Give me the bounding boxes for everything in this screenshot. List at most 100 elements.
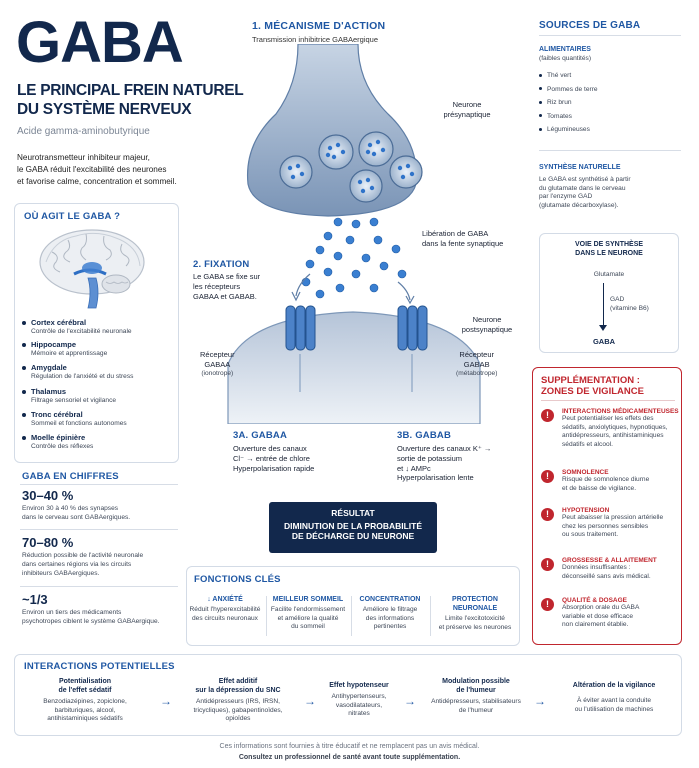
region-name: Hippocampe	[31, 340, 77, 349]
bullet-icon	[22, 366, 26, 371]
region-item: Cortex cérébral Contrôle de l'excitabili…	[22, 318, 132, 336]
figure-desc: inhibiteurs GABAergiques.	[22, 570, 100, 577]
synapse-illustration	[227, 44, 481, 424]
arrow-right-icon: →	[404, 694, 416, 708]
figure-value: ~1/3	[22, 592, 48, 607]
synth-text: Le GABA est synthétisé à partir du gluta…	[539, 176, 631, 209]
region-item: Moelle épinière Contrôle des réflexes	[22, 433, 93, 451]
fixation-block: 2. FIXATION Le GABA se fixe sur les réce…	[193, 259, 261, 301]
bullet-icon	[22, 413, 26, 418]
full-name: Acide gamma-aminobutyrique	[17, 126, 150, 137]
page-title: GABA	[16, 10, 184, 75]
presynaptic-label: Neurone présynaptique	[443, 100, 491, 119]
arrow-right-icon: →	[534, 694, 546, 708]
figure-desc: Environ un tiers des médicaments	[22, 609, 122, 616]
region-name: Thalamus	[31, 387, 67, 396]
subtitle-line1: LE PRINCIPAL FREIN NATUREL	[17, 82, 244, 99]
supplement-card	[532, 367, 682, 645]
food-item: Tomates	[539, 113, 598, 122]
alert-icon: !	[541, 409, 554, 422]
brain-illustration	[39, 229, 145, 309]
footer-disclaimer: Ces informations sont fournies à titre é…	[219, 743, 480, 750]
food-note: (faibles quantités)	[539, 55, 592, 62]
warning-item: QUALITÉ & DOSAGE Absorption orale du GAB…	[562, 597, 640, 629]
pathway-title: VOIE DE SYNTHÈSE DANS LE NEURONE	[574, 241, 644, 258]
region-desc: Filtrage sensoriel et vigilance	[31, 396, 117, 404]
food-item: Thé vert	[539, 72, 598, 81]
interaction-item: Potentialisation de l'effet sédatif Benz…	[43, 678, 127, 723]
food-list: Thé vert Pommes de terre Riz brun Tomate…	[539, 72, 598, 135]
region-name: Amygdale	[31, 363, 67, 372]
bullet-icon	[22, 436, 26, 441]
interaction-item: Modulation possible de l'humeur Antidépr…	[431, 678, 521, 714]
receptor-b-label: Récepteur GABAB (métabotrope)	[456, 350, 498, 377]
gaba-a-effect: 3A. GABAA Ouverture des canaux Cl⁻ → ent…	[233, 430, 315, 473]
function-item: ↓ ANXIÉTÉ Réduit l'hyperexcitabilité des…	[189, 596, 261, 622]
region-desc: Mémoire et apprentissage	[31, 349, 108, 357]
postsynaptic-label: Neurone postsynaptique	[461, 315, 513, 334]
result-box: RÉSULTAT DIMINUTION DE LA PROBABILITÉ DE…	[269, 502, 437, 553]
arrow-right-icon: →	[304, 694, 316, 708]
alert-icon: !	[541, 558, 554, 571]
interaction-item: Altération de la vigilance À éviter avan…	[572, 682, 656, 713]
pathway-arrow	[603, 283, 604, 327]
synth-title: SYNTHÈSE NATURELLE	[539, 164, 621, 171]
region-name: Cortex cérébral	[31, 318, 87, 327]
bullet-icon	[22, 390, 26, 395]
food-title: ALIMENTAIRES	[539, 46, 591, 53]
arrow-down-icon	[599, 325, 607, 331]
gaba-label: GABA	[592, 337, 616, 346]
region-desc: Régulation de l'anxiété et du stress	[31, 372, 134, 380]
figure-value: 30–40 %	[22, 488, 74, 503]
function-item: MEILLEUR SOMMEIL Facilite l'endormisseme…	[270, 596, 346, 631]
warning-item: HYPOTENSION Peut abaisser la pression ar…	[562, 507, 664, 539]
warning-item: INTERACTIONS MÉDICAMENTEUSES Peut potent…	[562, 408, 679, 448]
figure-desc: dans certaines régions via les circuits	[22, 561, 132, 568]
region-name: Tronc cérébral	[31, 410, 83, 419]
figure-desc: Environ 30 à 40 % des synapses	[22, 505, 119, 512]
intro-line2: le GABA réduit l'excitabilité des neuron…	[17, 165, 167, 174]
subtitle-line2: DU SYSTÈME NERVEUX	[17, 101, 192, 118]
food-item: Pommes de terre	[539, 86, 598, 95]
release-label: Libération de GABA dans la fente synapti…	[422, 229, 504, 248]
warning-item: GROSSESSE & ALLAITEMENT Données insuffis…	[562, 557, 657, 580]
bullet-icon	[22, 321, 26, 326]
intro-line1: Neurotransmetteur inhibiteur majeur,	[17, 153, 150, 162]
functions-title: FONCTIONS CLÉS	[194, 574, 281, 585]
where-card	[14, 203, 179, 463]
region-item: Thalamus Filtrage sensoriel et vigilance	[22, 387, 116, 405]
intro-line3: et favorise calme, concentration et somm…	[17, 177, 177, 186]
food-item: Riz brun	[539, 99, 598, 108]
receptor-a-label: Récepteur GABAA (ionotrope)	[200, 350, 235, 377]
region-item: Tronc cérébral Sommeil et fonctions auto…	[22, 410, 127, 428]
function-item: CONCENTRATION Améliore le filtrage des i…	[359, 596, 421, 631]
where-title: OÙ AGIT LE GABA ?	[24, 211, 121, 222]
interactions-card	[14, 654, 682, 736]
region-desc: Contrôle des réflexes	[31, 442, 94, 450]
figure-value: 70–80 %	[22, 535, 74, 550]
synthesis-pathway-card	[539, 233, 679, 353]
figures-title: GABA EN CHIFFRES	[22, 471, 119, 482]
alert-icon: !	[541, 508, 554, 521]
region-name: Moelle épinière	[31, 433, 86, 442]
interaction-item: Effet hypotenseur Antihypertenseurs, vas…	[329, 682, 389, 718]
region-item: Hippocampe Mémoire et apprentissage	[22, 340, 107, 358]
figure-desc: psychotropes ciblent le système GABAergi…	[22, 618, 160, 625]
gad-label: GAD (vitamine B6)	[610, 296, 649, 312]
function-item: PROTECTION NEURONALE Limite l'excitotoxi…	[438, 596, 512, 631]
arrow-right-icon: →	[160, 694, 172, 708]
figure-desc: Réduction possible de l'activité neurona…	[22, 552, 144, 559]
figure-desc: dans le cerveau sont GABAergiques.	[22, 514, 131, 521]
region-desc: Contrôle de l'excitabilité neuronale	[31, 327, 132, 335]
alert-icon: !	[541, 470, 554, 483]
warning-item: SOMNOLENCE Risque de somnolence diurne e…	[562, 469, 650, 492]
sources-title: SOURCES DE GABA	[539, 20, 641, 31]
bullet-icon	[22, 343, 26, 348]
footer-advice: Consultez un professionnel de santé avan…	[238, 754, 461, 761]
glutamate-label: Glutamate	[593, 271, 625, 278]
supplement-title: SUPPLÉMENTATION : ZONES DE VIGILANCE	[541, 375, 644, 397]
gaba-b-effect: 3B. GABAB Ouverture des canaux K⁺ → sort…	[397, 430, 492, 483]
alert-icon: !	[541, 598, 554, 611]
mechanism-subtitle: Transmission inhibitrice GABAergique	[252, 35, 379, 44]
region-item: Amygdale Régulation de l'anxiété et du s…	[22, 363, 133, 381]
